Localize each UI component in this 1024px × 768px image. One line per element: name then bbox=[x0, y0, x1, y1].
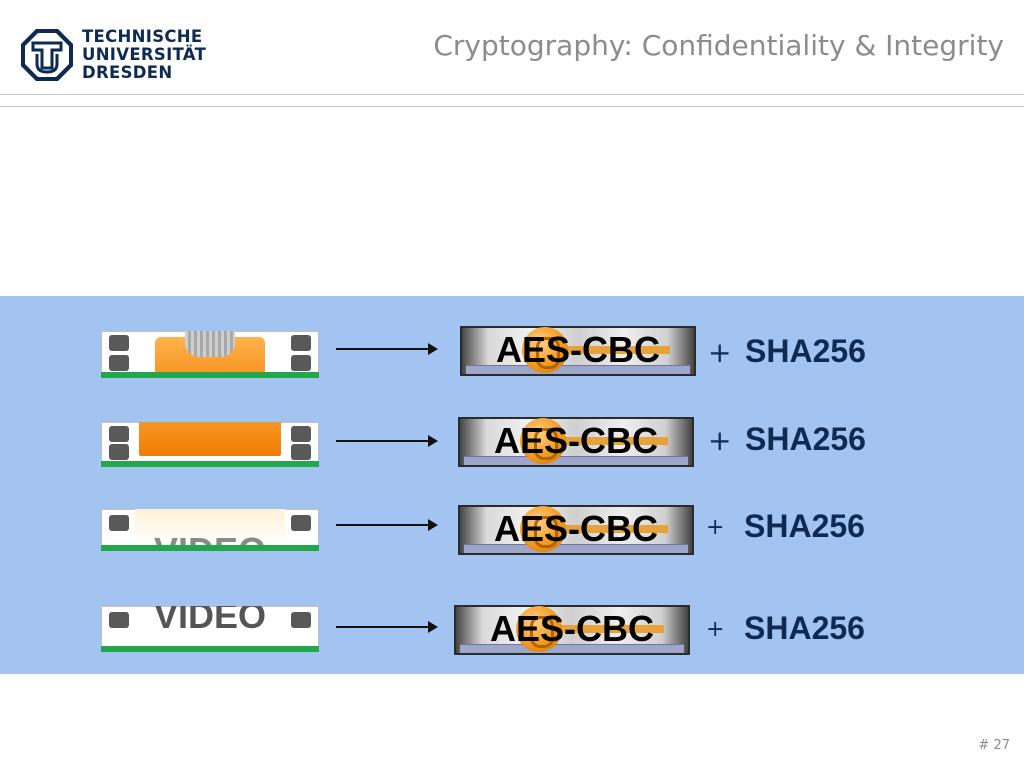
arrow-icon bbox=[336, 343, 438, 355]
film-stripe bbox=[101, 646, 319, 652]
cipher-label: AES-CBC bbox=[489, 608, 654, 649]
film-hole bbox=[109, 444, 129, 460]
lock-icon bbox=[516, 606, 562, 652]
key-icon bbox=[554, 625, 664, 633]
slide-title: Cryptography: Confidentiality & Integrit… bbox=[433, 29, 1004, 62]
video-text: VIDEO bbox=[139, 533, 281, 546]
block-shelf bbox=[466, 365, 690, 374]
logo-wordmark: TECHNISCHE UNIVERSITÄT DRESDEN bbox=[82, 28, 206, 82]
video-frame-4: VIDEO bbox=[101, 606, 319, 652]
hash-label: SHA256 bbox=[745, 333, 866, 369]
video-frame-2 bbox=[101, 422, 319, 467]
film-hole bbox=[109, 335, 129, 351]
traffic-cone-icon bbox=[139, 422, 281, 456]
encrypted-block-3: AES-CBC bbox=[458, 505, 694, 555]
hash-label: SHA256 bbox=[744, 610, 865, 646]
plus-sign: + bbox=[706, 617, 725, 642]
arrow-icon bbox=[336, 435, 438, 447]
film-hole bbox=[291, 426, 311, 442]
cipher-label: AES-CBC bbox=[493, 508, 658, 549]
plus-sign: + bbox=[708, 424, 732, 457]
logo-line-3: DRESDEN bbox=[82, 63, 173, 82]
key-icon bbox=[558, 437, 668, 445]
logo-line-1: TECHNISCHE bbox=[82, 27, 203, 46]
video-text: VIDEO bbox=[153, 606, 267, 636]
cone-top-icon bbox=[185, 331, 235, 357]
block-shelf bbox=[464, 456, 688, 465]
hash-label: SHA256 bbox=[745, 421, 866, 457]
film-stripe bbox=[101, 461, 319, 467]
lock-icon bbox=[520, 418, 566, 464]
film-hole bbox=[291, 335, 311, 351]
block-shelf bbox=[464, 544, 688, 553]
hash-label: SHA256 bbox=[744, 508, 865, 544]
page-number: # 27 bbox=[978, 738, 1010, 753]
key-icon bbox=[560, 346, 670, 354]
encrypted-block-1: AES-CBC bbox=[460, 326, 696, 376]
film-hole bbox=[109, 355, 129, 371]
lock-icon bbox=[520, 506, 566, 552]
film-hole bbox=[109, 515, 129, 531]
video-frame-3: VIDEO bbox=[101, 509, 319, 551]
film-hole bbox=[291, 444, 311, 460]
frame-content bbox=[135, 422, 285, 461]
frame-content: VIDEO bbox=[135, 606, 285, 646]
encrypted-block-4: AES-CBC bbox=[454, 605, 690, 655]
cipher-label: AES-CBC bbox=[493, 420, 658, 461]
tu-dresden-logo-icon bbox=[21, 29, 73, 81]
arrow-icon bbox=[336, 621, 438, 633]
block-shelf bbox=[460, 644, 684, 653]
film-hole bbox=[291, 355, 311, 371]
header-divider-secondary bbox=[0, 106, 1024, 107]
university-logo: TECHNISCHE UNIVERSITÄT DRESDEN bbox=[20, 28, 210, 86]
video-frame-1 bbox=[101, 331, 319, 378]
key-icon bbox=[558, 525, 668, 533]
film-hole bbox=[109, 612, 129, 628]
film-stripe bbox=[101, 545, 319, 551]
arrow-icon bbox=[336, 519, 438, 531]
film-hole bbox=[109, 426, 129, 442]
frame-content: VIDEO bbox=[135, 509, 285, 545]
plus-sign: + bbox=[706, 515, 725, 540]
film-hole bbox=[291, 515, 311, 531]
cipher-label: AES-CBC bbox=[495, 329, 660, 370]
encrypted-block-2: AES-CBC bbox=[458, 417, 694, 467]
logo-line-2: UNIVERSITÄT bbox=[82, 45, 207, 64]
film-stripe bbox=[101, 372, 319, 378]
frame-content bbox=[135, 331, 285, 372]
film-hole bbox=[291, 612, 311, 628]
header-divider bbox=[0, 94, 1024, 95]
plus-sign: + bbox=[708, 336, 732, 369]
lock-icon bbox=[522, 327, 568, 373]
